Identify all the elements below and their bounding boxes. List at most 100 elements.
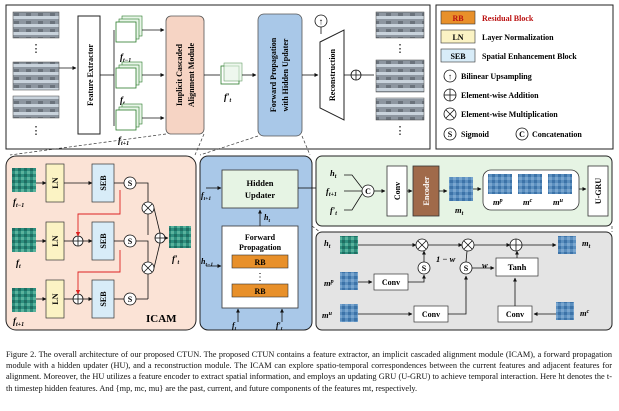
ugru-block [587, 165, 609, 217]
svg-text:↑: ↑ [448, 72, 452, 82]
output-frames: ⋮ ⋮ [375, 11, 425, 137]
svg-text:f′t: f′t [330, 205, 337, 217]
icam-add-nodes [64, 190, 121, 305]
encoder-detail: ht ft+1 f′t C Conv Encoder mt mp mc mu U… [315, 155, 613, 227]
svg-text:SEB: SEB [99, 233, 108, 249]
legend-ln-label: Layer Normalization [482, 33, 554, 42]
output-frame-2 [375, 59, 425, 93]
svg-text:Conv: Conv [422, 310, 440, 319]
svg-text:f′t: f′t [224, 92, 232, 104]
icam-output-feature [169, 226, 191, 248]
legend-upsample-label: Bilinear Upsampling [461, 72, 532, 81]
svg-text:ht: ht [264, 213, 270, 224]
legend-add-label: Element-wise Addition [461, 91, 539, 100]
upsample-path: ↑ [314, 14, 374, 81]
svg-text:S: S [448, 130, 453, 139]
svg-text:ft−1: ft−1 [120, 52, 131, 64]
svg-text:S: S [128, 295, 133, 304]
icam-top-title-1: Implicit Cascaded [175, 43, 184, 106]
reconstruction-block: Reconstruction [319, 29, 345, 121]
ugru-mp-feature [340, 272, 358, 290]
svg-text:⋮: ⋮ [255, 272, 265, 283]
svg-text:Forward: Forward [245, 233, 276, 242]
icam-top-title-2: Alignment Module [187, 42, 196, 107]
icam-ln-blocks: LN LN LN [36, 163, 65, 319]
icam-detail: ft−1 ft ft+1 LN LN LN [5, 155, 197, 331]
svg-text:RB: RB [452, 14, 464, 23]
input-frame-3 [12, 95, 60, 119]
zoom-connectors [9, 133, 311, 156]
hu-detail: Hidden Updater Forward Propagation RB ⋮ … [199, 155, 313, 332]
legend-concat-label: Concatenation [532, 130, 582, 139]
output-frame-3 [375, 97, 425, 121]
svg-text:f′t: f′t [276, 321, 283, 332]
svg-text:f′t: f′t [172, 254, 180, 266]
input-frames: ⋮ ⋮ [12, 11, 77, 137]
svg-text:LN: LN [51, 235, 60, 246]
icam-detail-title: ICAM [146, 313, 177, 325]
svg-text:mp: mp [324, 278, 334, 288]
svg-text:Conv: Conv [382, 278, 400, 287]
svg-text:ft: ft [232, 321, 237, 332]
svg-text:ft+1: ft+1 [13, 316, 24, 328]
svg-text:w: w [482, 260, 488, 270]
figure-caption: Figure 2. The overall architecture of ou… [6, 350, 612, 393]
rb-block-2 [231, 283, 289, 298]
svg-text:Hidden: Hidden [247, 178, 274, 188]
svg-text:ft: ft [16, 258, 21, 270]
ugru-detail-frame [315, 231, 613, 331]
svg-text:Conv: Conv [506, 310, 524, 319]
icam-top-block: Implicit Cascaded Alignment Module [165, 15, 220, 135]
feature-stacks: ft−1 ft ft+1 [113, 15, 165, 147]
icam-input-next [12, 288, 36, 312]
svg-text:S: S [422, 264, 427, 273]
svg-text:Encoder: Encoder [422, 176, 431, 205]
svg-text:RB: RB [254, 287, 266, 296]
rb-block-1 [231, 254, 289, 269]
svg-text:Updater: Updater [245, 190, 275, 200]
input-dots-top: ⋮ [31, 43, 42, 55]
input-frame-2 [12, 61, 60, 91]
svg-text:mc: mc [523, 197, 533, 207]
top-pipeline-frame [5, 4, 431, 150]
feature-extractor-block: Feature Extractor [77, 15, 114, 135]
svg-text:Tanh: Tanh [508, 262, 527, 272]
icam-input-prev [12, 168, 36, 192]
svg-text:mu: mu [553, 197, 564, 207]
svg-text:mt: mt [455, 205, 464, 217]
legend-concat-icon [515, 127, 529, 141]
legend-rb-swatch [440, 10, 476, 25]
ugru-detail: ht mp Conv mu Conv S S 1 − w w [315, 231, 613, 331]
svg-text:C: C [365, 187, 371, 196]
svg-text:mp: mp [493, 197, 503, 207]
aligned-feature: f′t [220, 62, 257, 104]
svg-text:⋮: ⋮ [395, 43, 406, 55]
svg-text:S: S [128, 179, 133, 188]
svg-text:⋮: ⋮ [395, 125, 406, 137]
svg-text:ft−1: ft−1 [13, 197, 24, 209]
svg-text:ft+1: ft+1 [201, 191, 211, 202]
ugru-mc-feature [556, 302, 574, 320]
top-pipeline: ⋮ ⋮ Feature Extractor ft−1 ft [5, 4, 431, 150]
svg-text:RB: RB [254, 258, 266, 267]
hidden-updater-box [221, 169, 299, 209]
svg-text:LN: LN [51, 177, 60, 188]
legend-ln-swatch [440, 29, 476, 44]
ugru-mu-feature [340, 304, 358, 322]
svg-text:S: S [128, 237, 133, 246]
svg-text:Conv: Conv [393, 182, 402, 200]
svg-text:mc: mc [580, 308, 590, 318]
svg-text:ht: ht [330, 168, 337, 180]
svg-text:mt: mt [582, 238, 591, 250]
svg-text:Propagation: Propagation [239, 243, 282, 252]
svg-text:SEB: SEB [450, 52, 466, 61]
encoder-feature-m [449, 177, 473, 201]
legend-frame [435, 4, 614, 150]
svg-text:SEB: SEB [99, 291, 108, 307]
svg-text:LN: LN [51, 293, 60, 304]
svg-text:C: C [519, 130, 525, 139]
fp-top-title-1: Forward Propagation [269, 37, 278, 112]
svg-text:SEB: SEB [99, 175, 108, 191]
svg-text:U-GRU: U-GRU [594, 178, 603, 204]
input-dots-bottom: ⋮ [31, 125, 42, 137]
